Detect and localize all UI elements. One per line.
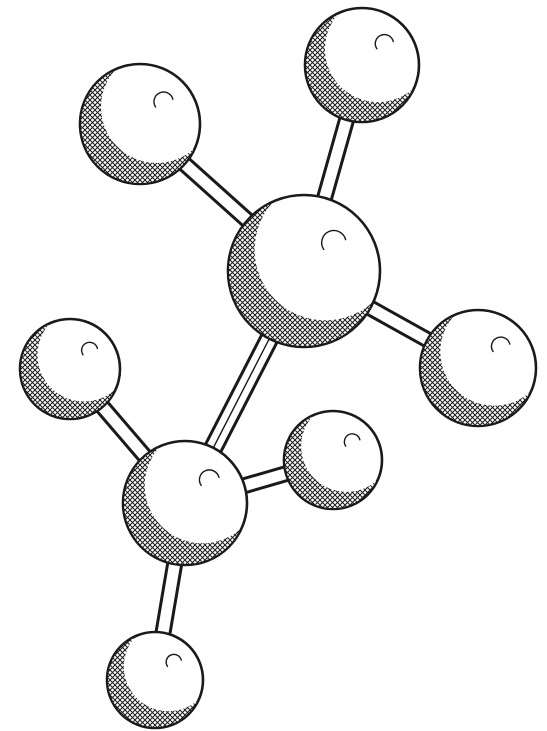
- atom-right: [418, 308, 538, 428]
- atom-shading: [306, 9, 418, 121]
- atom-highlight: [321, 229, 347, 251]
- atom-highlight: [165, 653, 183, 668]
- atom-highlight: [490, 336, 511, 353]
- atom-central-lower: [121, 439, 249, 567]
- atom-shading: [108, 633, 202, 727]
- atom-upper-left: [78, 62, 202, 186]
- atom-bottom: [105, 630, 205, 730]
- atom-middle-right: [282, 409, 384, 511]
- atom-highlight: [153, 91, 174, 108]
- atom-shading: [81, 65, 199, 183]
- atoms-group: [18, 6, 538, 730]
- atom-highlight: [374, 33, 394, 50]
- atom-shading: [229, 196, 379, 346]
- atom-left: [18, 317, 122, 421]
- atom-shading: [285, 412, 381, 508]
- atom-highlight: [80, 341, 99, 356]
- atom-shading: [421, 311, 535, 425]
- atom-shading: [21, 320, 119, 418]
- atom-central-upper: [226, 193, 382, 349]
- atom-highlight: [198, 469, 220, 487]
- atom-top-right: [303, 6, 421, 124]
- atom-shading: [124, 442, 246, 564]
- atom-highlight: [343, 433, 361, 447]
